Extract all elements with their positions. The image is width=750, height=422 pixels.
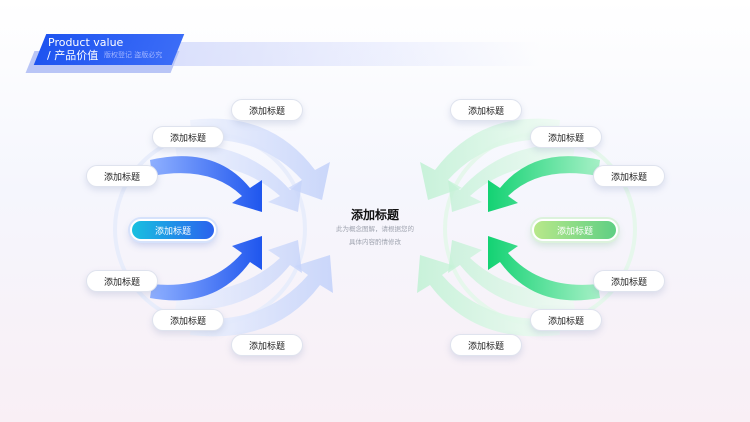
header-strip [170, 42, 540, 66]
right-label-1: 添加标题 [450, 99, 522, 121]
left-label-5: 添加标题 [152, 309, 224, 331]
right-label-3: 添加标题 [593, 165, 665, 187]
right-arrow-top [488, 156, 600, 212]
left-label-4: 添加标题 [86, 270, 158, 292]
left-label-6: 添加标题 [231, 334, 303, 356]
main-title: 添加标题 [350, 208, 399, 222]
right-label-5: 添加标题 [530, 309, 602, 331]
header-title-cn: / 产品价值 [47, 49, 99, 62]
left-arrow-top [150, 156, 262, 212]
right-label-2: 添加标题 [530, 126, 602, 148]
left-arrow-bottom [150, 236, 262, 301]
right-label-4: 添加标题 [593, 270, 665, 292]
header-subtitle: 版权登记 盗版必究 [104, 51, 163, 59]
left-center-label: 添加标题 [130, 219, 216, 241]
main-description: 此为概念图解，请根据您的 具体内容酌情修改 [325, 223, 425, 249]
header-title-en: Product value [48, 36, 124, 49]
right-center-label: 添加标题 [532, 219, 618, 241]
left-label-1: 添加标题 [231, 99, 303, 121]
left-label-2: 添加标题 [152, 126, 224, 148]
right-label-6: 添加标题 [450, 334, 522, 356]
right-arrow-bottom [488, 236, 600, 301]
left-label-3: 添加标题 [86, 165, 158, 187]
description-line-2: 具体内容酌情修改 [349, 238, 401, 246]
description-line-1: 此为概念图解，请根据您的 [336, 225, 414, 233]
